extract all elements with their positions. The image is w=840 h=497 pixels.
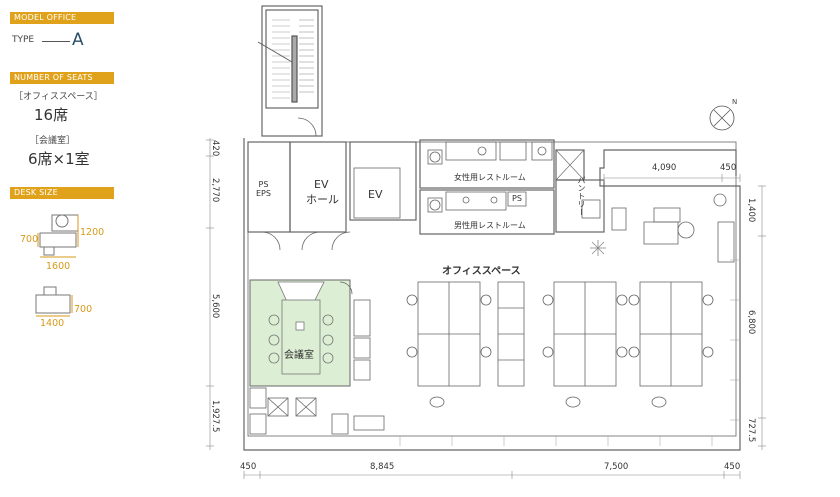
type-rule: [42, 41, 70, 42]
dim-top-450: 450: [720, 163, 737, 173]
dim-right-1400: 1,400: [746, 198, 756, 223]
dim-right-7275: 727.5: [746, 418, 756, 443]
outer-wall: [243, 138, 741, 451]
desk-1-depth: 700: [20, 234, 39, 245]
office-space-seats: 16席: [34, 106, 69, 124]
office-space-seats-label: ［オフィススペース］: [14, 92, 103, 102]
desk-size-header: DESK SIZE: [10, 187, 114, 199]
north-label: N: [732, 98, 737, 106]
meeting-table: [281, 299, 321, 375]
dim-left-5600: 5,600: [210, 294, 220, 319]
desk-1-main: [39, 232, 77, 248]
ev-label: EV: [368, 188, 383, 201]
office-space-label: オフィススペース: [442, 266, 521, 277]
pantry-label: パントリー: [577, 176, 586, 216]
desk-1-height: 1200: [80, 227, 105, 238]
plant-icon: [590, 240, 606, 256]
dim-bottom-450-right: 450: [724, 462, 741, 472]
number-of-seats-header: NUMBER OF SEATS: [10, 72, 114, 84]
pantry-room: [555, 179, 605, 233]
desk-1-width: 1600: [46, 261, 71, 272]
dim-left-19275: 1,927.5: [210, 400, 220, 433]
dim-bottom-450-left: 450: [240, 462, 257, 472]
men-restroom-label: 男性用レストルーム: [454, 221, 526, 230]
ev-hall-label-2: ホール: [306, 193, 339, 206]
desk-2-depth: 700: [74, 304, 93, 315]
dim-bottom-7500: 7,500: [604, 462, 629, 472]
desk-2-main: [35, 294, 71, 314]
meeting-seats-label: ［会議室］: [30, 136, 76, 146]
ev-hall-label-1: EV: [314, 178, 329, 191]
desk-1-drawer: [43, 246, 55, 256]
women-restroom-label: 女性用レストルーム: [454, 173, 526, 182]
stair-outer: [261, 5, 323, 137]
desk-2-diagram: [35, 286, 73, 317]
desk-2-width: 1400: [40, 318, 65, 329]
type-value: A: [72, 30, 84, 50]
dim-left-2770: 2,770: [210, 178, 220, 203]
desk-1-diagram: [37, 214, 79, 258]
dim-right-6800: 6,800: [746, 310, 756, 335]
ps-eps-label: PS EPS: [256, 180, 271, 198]
stair-rail: [291, 35, 298, 103]
meeting-seats: 6席×1室: [28, 150, 90, 168]
north-arrow-icon: [709, 105, 735, 131]
dim-top-4090: 4,090: [652, 163, 677, 173]
model-office-header: MODEL OFFICE: [10, 12, 114, 24]
stair-inner: [265, 9, 319, 109]
ev-room: [349, 141, 417, 221]
type-label: TYPE: [12, 35, 35, 45]
meeting-room-label: 会議室: [284, 350, 314, 361]
ps-label: PS: [512, 194, 522, 203]
desk-1-chair: [55, 214, 69, 228]
dim-left-420: 420: [210, 140, 220, 157]
dim-bottom-8845: 8,845: [370, 462, 395, 472]
